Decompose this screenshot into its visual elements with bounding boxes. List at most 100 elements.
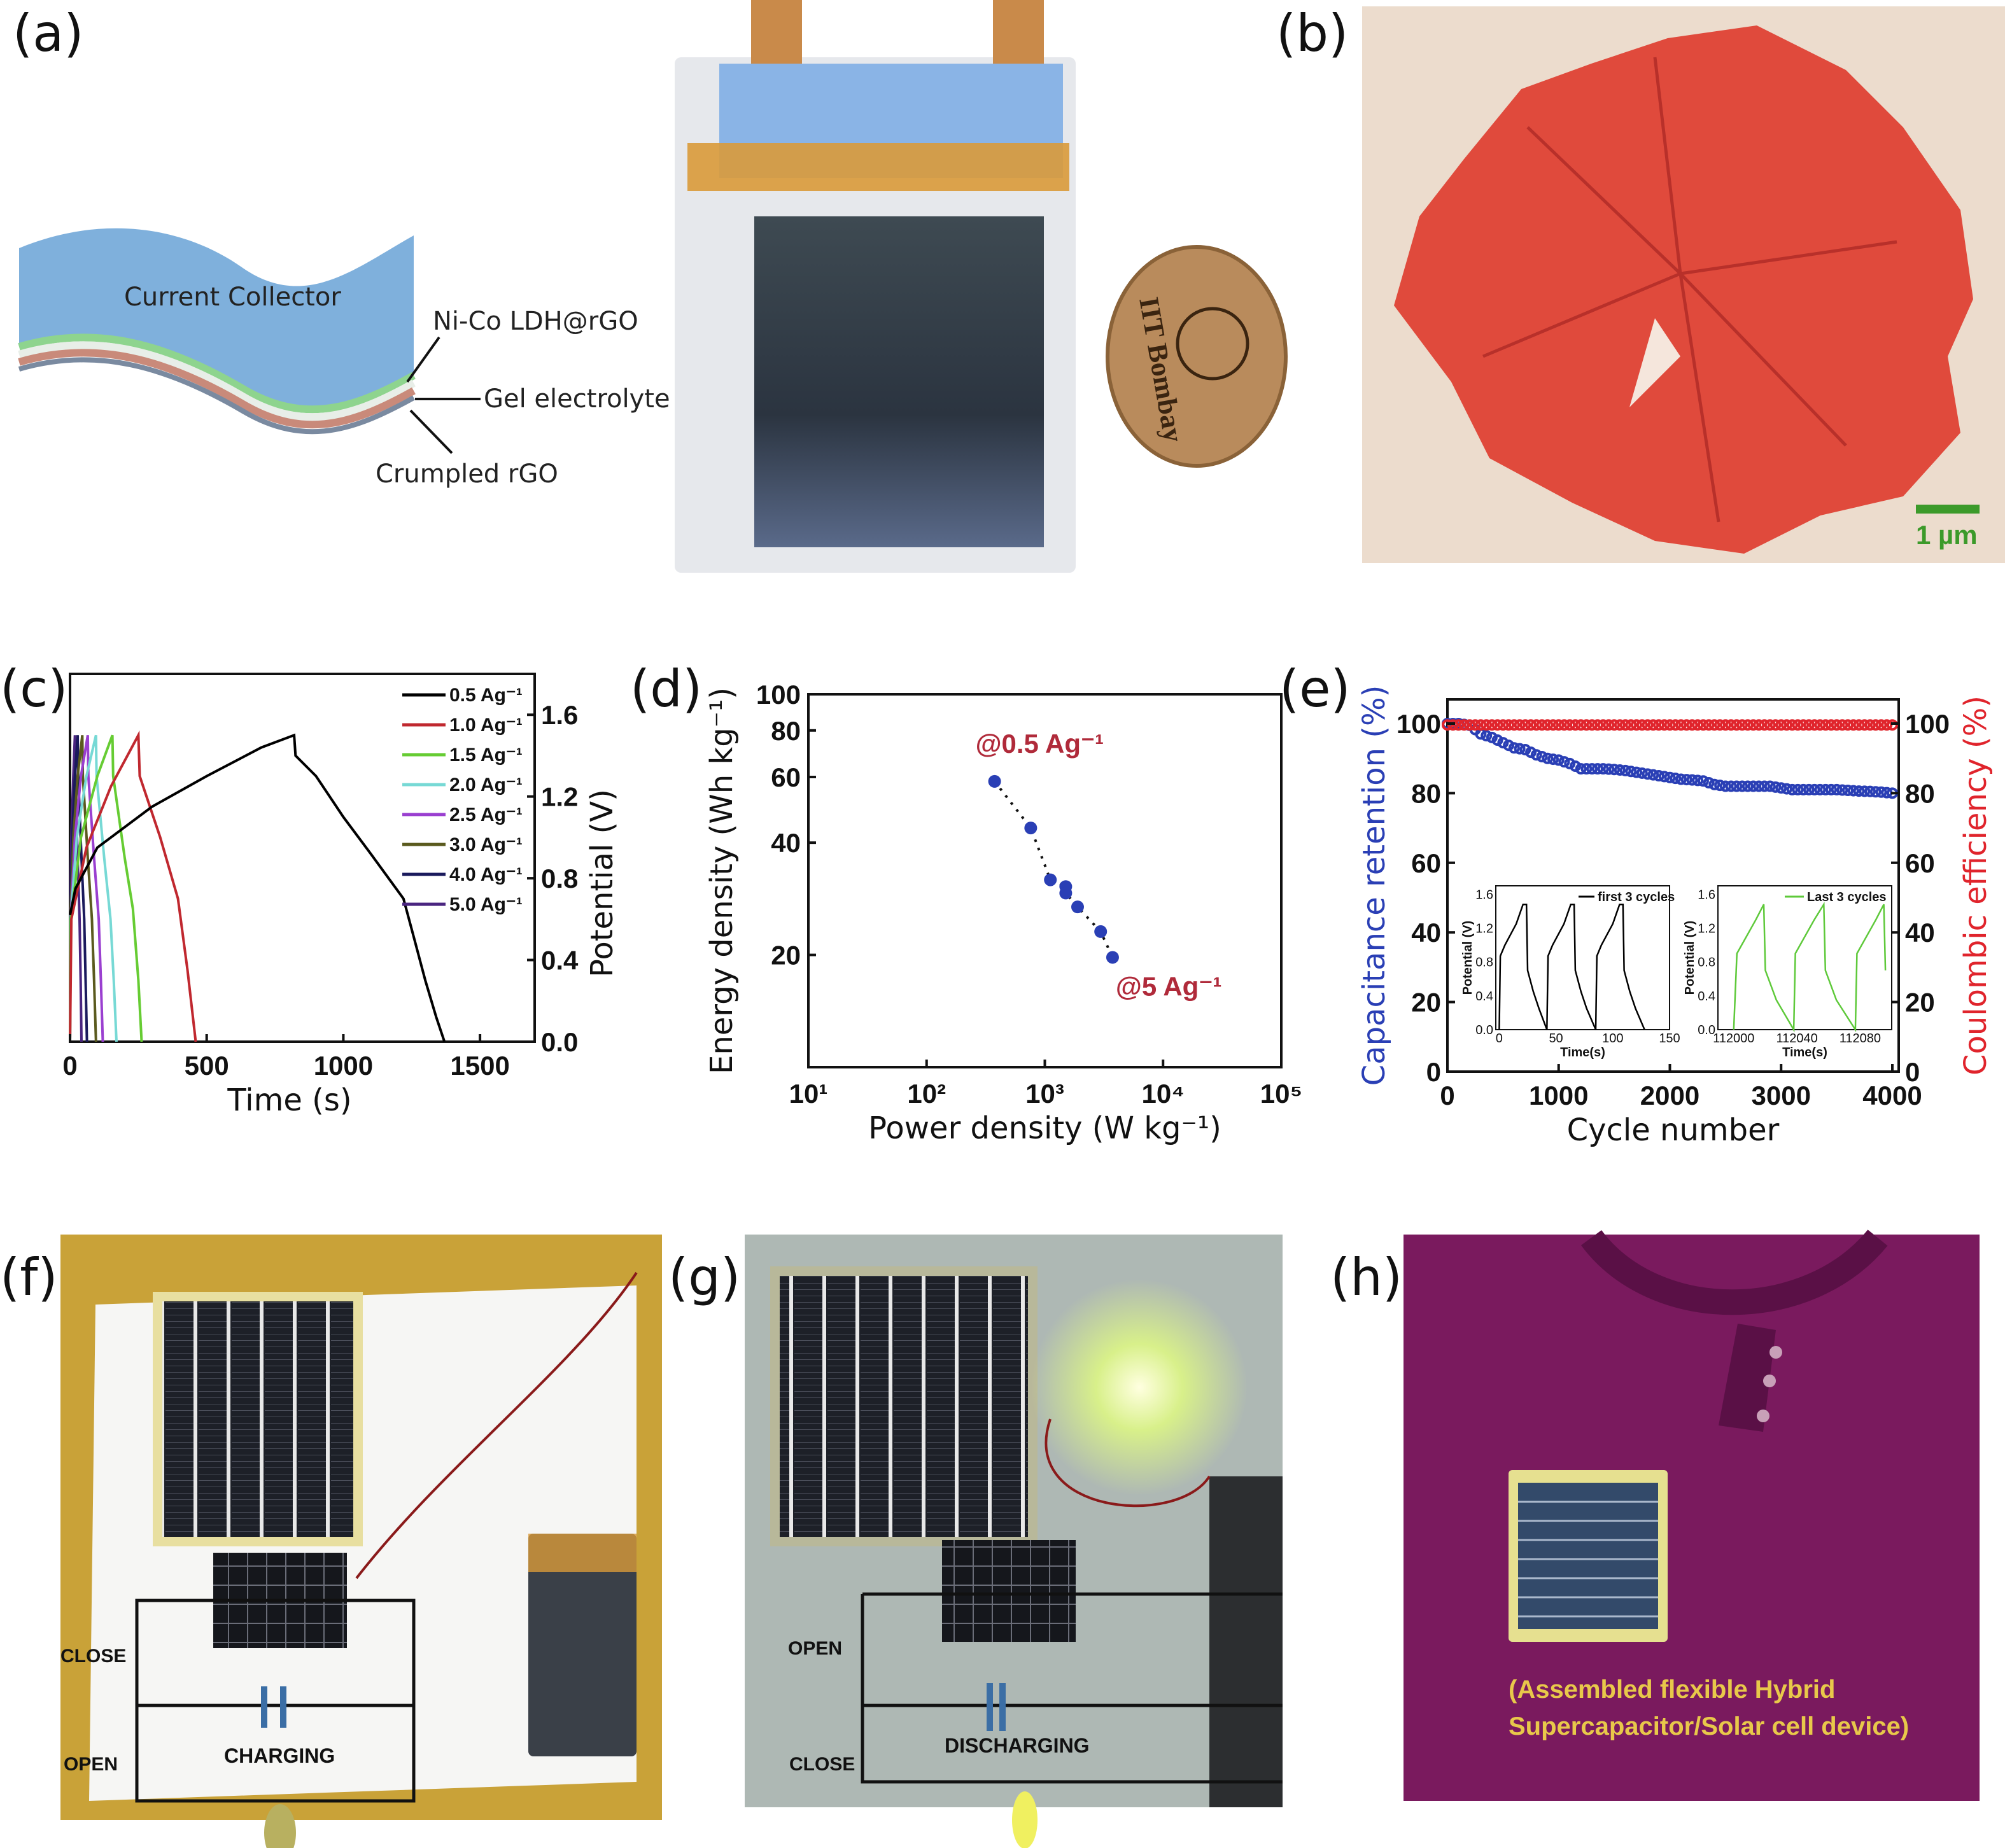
data-point (1530, 749, 1542, 761)
data-point (1525, 719, 1537, 731)
data-point (1753, 719, 1765, 731)
data-point (1747, 719, 1759, 731)
data-point (1703, 719, 1715, 731)
layered-electrode-schematic (18, 228, 416, 435)
data-point (1536, 719, 1548, 731)
x-axis-title: Power density (W kg⁻¹) (868, 1110, 1221, 1146)
data-point (1653, 719, 1665, 731)
charging-photo (60, 1235, 662, 1848)
data-point (1697, 719, 1709, 731)
data-point (1481, 719, 1493, 731)
data-point (1753, 780, 1765, 792)
data-point (1569, 719, 1581, 731)
y-tick-label: 0.0 (541, 1027, 578, 1057)
data-point (1463, 719, 1475, 731)
y-tick-label: 80 (771, 716, 801, 746)
y-tick-label-right: 100 (1905, 709, 1950, 739)
data-point (1759, 719, 1771, 731)
data-point (1547, 753, 1559, 766)
data-point (1864, 785, 1876, 797)
data-point (1653, 770, 1665, 782)
data-point (1731, 780, 1743, 792)
inset-x-tick-label: 50 (1549, 1032, 1563, 1046)
data-point (1803, 719, 1815, 731)
data-point (1859, 719, 1871, 731)
point-annotation: @5 Ag⁻¹ (1116, 971, 1222, 1001)
x-tick-label: 10¹ (789, 1079, 828, 1109)
data-point (1591, 763, 1603, 775)
data-point (988, 774, 1001, 788)
data-point (1591, 719, 1603, 731)
panel-label-c: (c) (0, 659, 67, 718)
data-point (1759, 780, 1771, 792)
x-tick-label: 10² (907, 1079, 946, 1109)
data-point (1831, 783, 1843, 795)
data-point (1525, 746, 1537, 759)
state-label-charging: CHARGING (224, 1744, 335, 1767)
label-current-collector: Current Collector (124, 283, 341, 312)
y-tick-label: 60 (771, 762, 801, 792)
arrow-ldh (406, 336, 440, 383)
y-tick-label-left: 40 (1411, 918, 1441, 948)
data-point (1514, 719, 1526, 731)
data-point (1580, 719, 1593, 731)
data-point (1670, 773, 1682, 785)
data-point (1094, 925, 1108, 938)
inset-x-tick-label: 0 (1496, 1032, 1503, 1046)
data-point (1475, 719, 1487, 731)
x-tick-label: 1000 (314, 1051, 373, 1081)
x-axis-title: Cycle number (1567, 1112, 1780, 1148)
data-point (1631, 766, 1643, 778)
y-tick-label-left: 20 (1411, 988, 1441, 1018)
label-ldh: Ni-Co LDH@rGO (433, 307, 638, 336)
legend-label: 5.0 Ag⁻¹ (449, 894, 523, 915)
y-tick-label: 40 (771, 828, 801, 858)
data-point (1731, 719, 1743, 731)
data-point (1481, 730, 1493, 742)
data-point (1569, 760, 1581, 773)
legend-label: 1.5 Ag⁻¹ (449, 745, 523, 766)
data-point (1786, 719, 1798, 731)
data-point (1692, 719, 1704, 731)
inset-legend-label: Last 3 cycles (1807, 890, 1887, 904)
device-caption-line1: (Assembled flexible Hybrid (1509, 1676, 1835, 1704)
data-point (1831, 719, 1843, 731)
series-line (69, 733, 446, 1042)
data-point (1869, 786, 1882, 798)
data-point (1692, 774, 1704, 787)
panel-label-e: (e) (1279, 659, 1351, 718)
x-tick-label: 2000 (1640, 1081, 1699, 1110)
data-point (1764, 780, 1776, 792)
inset-x-tick-label: 112000 (1713, 1032, 1754, 1046)
data-point (1708, 719, 1720, 731)
data-point (1491, 719, 1503, 731)
y-tick-label: 0.8 (541, 864, 578, 893)
data-point (1719, 780, 1731, 792)
data-point (1486, 719, 1498, 731)
inset-y-tick-label: 0.8 (1475, 956, 1493, 970)
data-point (1564, 757, 1576, 769)
data-point (1631, 719, 1643, 731)
panel-label-a: (a) (13, 4, 83, 63)
data-point (1497, 737, 1509, 749)
inset-frame (1495, 885, 1670, 1030)
device-caption-line2: Supercapacitor/Solar cell device) (1509, 1712, 1909, 1740)
data-point (1859, 785, 1871, 797)
data-point (1508, 719, 1520, 731)
plot-frame (1446, 698, 1900, 1073)
data-point (1486, 731, 1498, 743)
x-tick-label: 1000 (1529, 1081, 1588, 1110)
data-point (1825, 719, 1837, 731)
switch-label-open-g: OPEN (788, 1638, 842, 1659)
data-point (1797, 719, 1810, 731)
inset-x-tick-label: 100 (1602, 1032, 1623, 1046)
data-point (1792, 719, 1804, 731)
data-point (1597, 719, 1609, 731)
inset-line (1498, 903, 1645, 1030)
data-point (1680, 719, 1692, 731)
data-point (1071, 900, 1084, 914)
y-tick-label-right: 0 (1905, 1057, 1920, 1087)
arrow-rgo (409, 409, 453, 454)
data-point (1597, 763, 1609, 775)
data-point (1530, 719, 1542, 731)
